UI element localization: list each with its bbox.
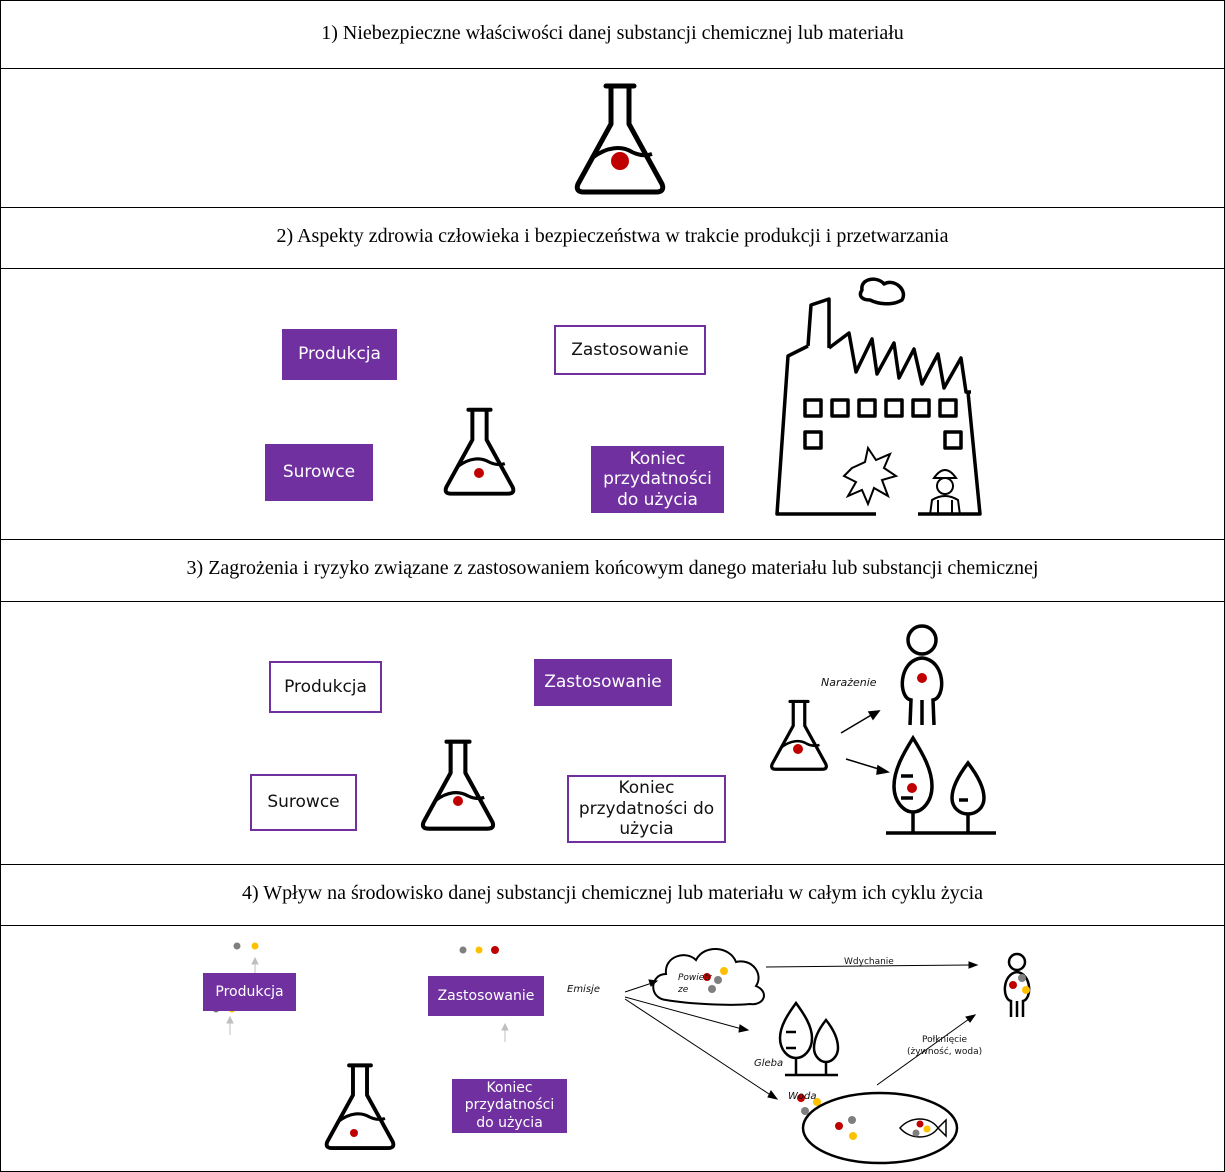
end-of-life-line: do użycia — [617, 489, 698, 510]
flask-icon — [577, 86, 663, 192]
factory-icon — [775, 277, 982, 516]
use-box: Zastosowanie — [534, 659, 672, 706]
air-label-line: ze — [678, 984, 689, 995]
flask-icon — [770, 699, 828, 771]
divider — [0, 207, 1225, 208]
raw-materials-box: Surowce — [265, 444, 373, 501]
end-of-life-box: Koniec przydatności do użycia — [567, 775, 726, 843]
end-of-life-line: Koniec — [486, 1079, 533, 1096]
water-body — [801, 1091, 959, 1165]
end-of-life-line: Koniec — [629, 448, 686, 469]
raw-materials-box: Surowce — [250, 774, 357, 831]
arrow — [840, 710, 891, 775]
tree-icon — [886, 734, 996, 835]
section-3-heading: 3) Zagrożenia i ryzyko związane z zastos… — [186, 557, 1039, 579]
explosion-icon — [842, 445, 899, 507]
production-box: Produkcja — [203, 973, 296, 1011]
water-label: Woda — [788, 1091, 817, 1102]
end-of-life-line: przydatności do — [578, 798, 715, 819]
section-1-heading: 1) Niebezpieczne właściwości danej subst… — [321, 22, 904, 44]
end-of-life-box: Koniec przydatności do użycia — [591, 446, 724, 513]
production-box: Produkcja — [282, 329, 397, 380]
soil-label: Gleba — [754, 1058, 784, 1069]
swallowed-label: Połknięcie (żywność, woda) — [907, 1034, 982, 1058]
flask-icon — [324, 1063, 396, 1151]
air-label: Powietr ze — [678, 973, 712, 996]
divider — [0, 268, 1225, 269]
section-4-heading: 4) Wpływ na środowisko danej substancji … — [241, 882, 984, 904]
arrow — [624, 961, 979, 1100]
cloud-icon — [652, 948, 765, 1006]
person-icon — [900, 624, 944, 726]
divider — [0, 68, 1225, 69]
swallowed-label-line: (żywność, woda) — [907, 1047, 983, 1058]
divider — [0, 601, 1225, 602]
person-icon — [1003, 952, 1031, 1017]
end-of-life-line: użycia — [619, 819, 674, 840]
use-box: Zastosowanie — [554, 325, 706, 375]
use-box: Zastosowanie — [428, 976, 544, 1016]
flask-icon — [423, 742, 493, 829]
tree-icon — [778, 1000, 840, 1077]
end-of-life-line: przydatności — [603, 469, 712, 490]
fish-icon — [899, 1118, 947, 1138]
section-2-heading: 2) Aspekty zdrowia człowieka i bezpiecze… — [276, 225, 949, 247]
divider — [0, 539, 1225, 540]
end-of-life-line: przydatności — [464, 1097, 555, 1114]
end-of-life-line: Koniec — [618, 778, 675, 799]
end-of-life-line: do użycia — [476, 1114, 543, 1131]
inhaled-label: Wdychanie — [844, 957, 894, 967]
worker-icon — [929, 469, 961, 516]
divider — [0, 864, 1225, 865]
flask-icon — [446, 410, 514, 494]
divider — [0, 925, 1225, 926]
swallowed-label-line: Połknięcie — [921, 1035, 968, 1045]
production-box: Produkcja — [269, 661, 382, 713]
end-of-life-box: Koniec przydatności do użycia — [452, 1079, 567, 1133]
air-label-line: Powietr — [678, 973, 712, 983]
exposure-label: Narażenie — [821, 676, 877, 689]
emissions-label: Emisje — [567, 984, 600, 995]
